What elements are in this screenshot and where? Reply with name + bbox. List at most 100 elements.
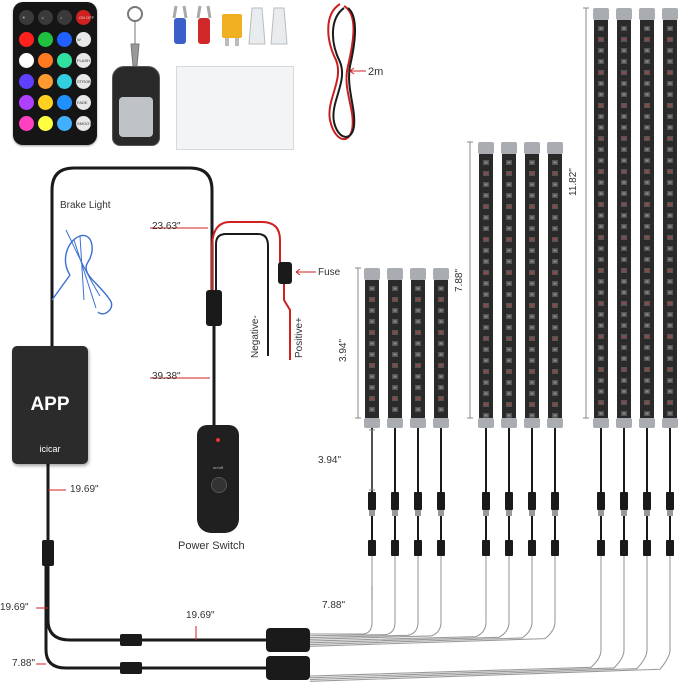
strip-connector <box>528 540 536 556</box>
strip-branch-wire <box>309 556 602 677</box>
strip-end-cap <box>662 418 678 428</box>
strip-branch-wire <box>309 556 533 646</box>
length-label-strip-lead: 3.94" <box>318 455 342 466</box>
strip-connector <box>643 540 651 556</box>
led-strip-group <box>309 8 678 682</box>
remote-color-button <box>38 74 53 89</box>
strip-end-cap <box>501 142 517 154</box>
module-label: APP <box>30 394 70 415</box>
led-strip <box>594 20 608 418</box>
strip-branch-wire <box>309 556 487 642</box>
strip-end-cap <box>387 418 403 428</box>
strip-connector <box>368 492 376 510</box>
inline-fuse-holder <box>278 262 292 284</box>
strip-connector <box>414 540 422 556</box>
remote-color-button <box>38 32 53 47</box>
led-strip <box>640 20 654 418</box>
strip-end-cap <box>364 268 380 280</box>
remote-mode-button <box>76 116 91 131</box>
led-strip <box>617 20 631 418</box>
strip-end-cap <box>616 418 632 428</box>
wire-cap <box>270 7 288 45</box>
module-connector <box>42 540 54 566</box>
remote-button-label: ☀ <box>22 15 26 20</box>
dimension-bracket <box>369 429 375 491</box>
strip-end-cap <box>433 418 449 428</box>
strip-connector <box>597 492 605 510</box>
remote-button-label: ☼ <box>41 15 45 20</box>
strip-end-cap <box>387 268 403 280</box>
length-label-switch-wire: 39.38" <box>152 371 181 382</box>
negative-wire-label: Negative- <box>250 315 261 358</box>
strip-length-long: 11.82" <box>568 168 579 196</box>
power-connector <box>206 290 222 326</box>
remote-mode-button <box>76 32 91 47</box>
remote-button-label: W <box>77 37 81 42</box>
strip-connector <box>620 492 628 510</box>
strip-branch-wire <box>309 556 419 639</box>
strip-connector <box>391 492 399 510</box>
led-strip <box>365 280 379 418</box>
adhesive-pad <box>176 66 294 150</box>
remote-button-label: ♪ <box>60 15 62 20</box>
strip-end-cap <box>524 418 540 428</box>
strip-connector <box>597 540 605 556</box>
remote-color-button <box>19 116 34 131</box>
strip-connector <box>666 492 674 510</box>
strip-end-cap <box>547 142 563 154</box>
strip-connector <box>437 492 445 510</box>
strip-connector <box>551 492 559 510</box>
black-ground-wire <box>215 233 269 356</box>
strip-end-cap <box>593 8 609 20</box>
strip-end-cap <box>501 418 517 428</box>
remote-color-button <box>19 95 34 110</box>
key-fob-remote <box>112 66 160 146</box>
strip-branch-wire <box>309 556 671 682</box>
remote-button-label: FLASH <box>77 58 90 63</box>
remote-color-button <box>19 53 34 68</box>
strip-end-cap <box>524 142 540 154</box>
key-fob-buttons <box>119 97 153 137</box>
remote-mode-button <box>76 95 91 110</box>
length-label-bus-mid: 19.69" <box>186 610 215 621</box>
red-spade-terminal <box>196 5 212 44</box>
dimension-lines <box>355 7 589 600</box>
strip-connector <box>368 540 376 556</box>
strip-end-cap <box>364 418 380 428</box>
strip-end-cap <box>593 418 609 428</box>
fuse-label: Fuse <box>318 267 341 278</box>
strip-branch-wire <box>309 556 625 679</box>
length-label-bus-lower: 7.88" <box>12 658 36 669</box>
remote-color-button <box>57 95 72 110</box>
brake-light-wire <box>51 234 113 315</box>
dimension-bracket <box>583 7 589 419</box>
length-label-red-wire: 23.63" <box>152 221 181 232</box>
strip-connector <box>414 492 422 510</box>
remote-top-button <box>19 10 34 25</box>
remote-color-button <box>57 32 72 47</box>
cable-length-label: 2m <box>368 66 384 78</box>
strip-connector <box>666 540 674 556</box>
remote-mode-button <box>76 74 91 89</box>
main-power-cable <box>50 166 214 346</box>
red-power-wire <box>211 221 281 290</box>
splitter-hub-lower <box>266 656 310 680</box>
remote-color-button <box>19 32 34 47</box>
length-label-strip-branch: 7.88" <box>322 600 346 611</box>
led-strip <box>411 280 425 418</box>
dimension-bracket <box>467 141 473 419</box>
led-strip <box>388 280 402 418</box>
strip-end-cap <box>616 8 632 20</box>
strip-branch-wire <box>309 556 396 637</box>
remote-top-button <box>76 10 91 25</box>
power-led <box>216 438 220 442</box>
app-controller-box: APP icicar <box>12 346 88 464</box>
connector-terminals <box>172 5 288 46</box>
strip-connector <box>437 540 445 556</box>
strip-end-cap <box>433 268 449 280</box>
remote-button-label: ON OFF <box>79 15 95 20</box>
strip-end-cap <box>478 142 494 154</box>
strip-connector <box>620 540 628 556</box>
